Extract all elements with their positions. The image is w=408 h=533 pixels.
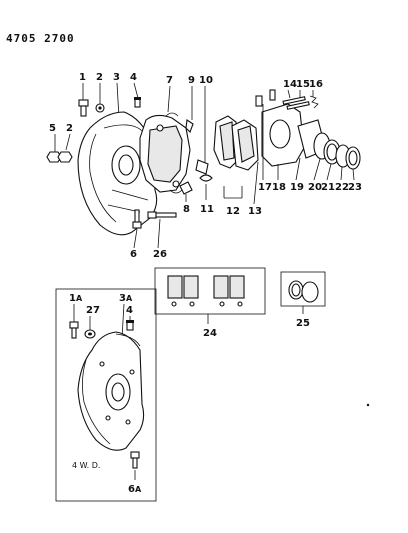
inset-leader-3a bbox=[121, 303, 125, 339]
leader-22 bbox=[340, 166, 343, 181]
leader-6 bbox=[133, 228, 138, 249]
brake-pad-12b bbox=[231, 119, 259, 171]
leader-13 bbox=[253, 161, 259, 205]
callout-11: 11 bbox=[200, 204, 214, 215]
pin-14 bbox=[282, 96, 306, 105]
callout-23: 23 bbox=[348, 182, 362, 193]
callout-18: 18 bbox=[272, 182, 286, 193]
callout-8: 8 bbox=[183, 204, 190, 215]
callout-9: 9 bbox=[188, 75, 195, 86]
pin-15 bbox=[286, 101, 310, 110]
callout-21: 21 bbox=[321, 182, 335, 193]
callout-5: 5 bbox=[49, 123, 56, 134]
washer-2b bbox=[57, 151, 73, 163]
leader-23 bbox=[352, 168, 355, 181]
leader-14 bbox=[287, 89, 291, 99]
callout-20: 20 bbox=[308, 182, 322, 193]
callout-25: 25 bbox=[296, 318, 310, 329]
spring-16 bbox=[309, 95, 319, 109]
inset-callout-4: 4 bbox=[126, 305, 133, 316]
inset-callout-6a: 6A bbox=[128, 484, 142, 495]
leader-26 bbox=[157, 218, 161, 249]
callout-4: 4 bbox=[130, 72, 137, 83]
bolt-4 bbox=[134, 97, 141, 108]
leader-4 bbox=[133, 82, 139, 99]
inset-washer-27 bbox=[84, 329, 96, 339]
inset-bolt-1a bbox=[69, 321, 79, 339]
stray-mark bbox=[366, 403, 370, 407]
inset-callout-1a: 1A bbox=[69, 293, 83, 304]
clip-9 bbox=[185, 119, 194, 133]
callout-15: 15 bbox=[296, 79, 310, 90]
callout-2: 2 bbox=[96, 72, 103, 83]
callout-22: 22 bbox=[335, 182, 349, 193]
callout-13: 13 bbox=[248, 206, 262, 217]
inset-4wd-box bbox=[55, 288, 157, 502]
bolt-1 bbox=[78, 99, 89, 117]
callout-24: 24 bbox=[203, 328, 217, 339]
callout-14: 14 bbox=[283, 79, 297, 90]
inset-4wd-note: 4 W. D. bbox=[72, 461, 100, 470]
leader-7 bbox=[167, 85, 171, 113]
inset-dust-shield-3a bbox=[77, 331, 145, 451]
callout-2b: 2 bbox=[66, 123, 73, 134]
bolt-26 bbox=[147, 211, 177, 219]
bolt-6 bbox=[132, 209, 142, 229]
callout-10: 10 bbox=[199, 75, 213, 86]
callout-16: 16 bbox=[309, 79, 323, 90]
inset-callout-3a: 3A bbox=[119, 293, 133, 304]
inset-bolt-6a bbox=[130, 451, 140, 469]
diagram-code: 4705 2700 bbox=[6, 32, 75, 45]
leader-2b bbox=[65, 133, 71, 151]
clip-8 bbox=[179, 181, 193, 195]
pad-kit-box-24 bbox=[154, 267, 266, 324]
inset-callout-27: 27 bbox=[86, 305, 100, 316]
callout-3: 3 bbox=[113, 72, 120, 83]
callout-6: 6 bbox=[130, 249, 137, 260]
caliper-body-18 bbox=[255, 89, 305, 167]
leader-21 bbox=[326, 163, 332, 181]
leader-20 bbox=[313, 158, 321, 181]
callout-1: 1 bbox=[79, 72, 86, 83]
callout-26: 26 bbox=[153, 249, 167, 260]
seal-kit-box-25 bbox=[280, 271, 326, 314]
leader-19 bbox=[295, 157, 301, 181]
callout-17: 17 bbox=[258, 182, 272, 193]
ring-23 bbox=[345, 146, 361, 170]
clip-10 bbox=[195, 159, 209, 175]
callout-12: 12 bbox=[226, 206, 240, 217]
washer-2 bbox=[95, 103, 105, 113]
nut-5 bbox=[46, 151, 62, 163]
callout-7: 7 bbox=[166, 75, 173, 86]
caliper-support-7 bbox=[139, 112, 191, 194]
callout-19: 19 bbox=[290, 182, 304, 193]
inset-bolt-4 bbox=[126, 320, 134, 331]
clip-11 bbox=[199, 174, 213, 200]
dust-shield-3 bbox=[77, 111, 158, 236]
